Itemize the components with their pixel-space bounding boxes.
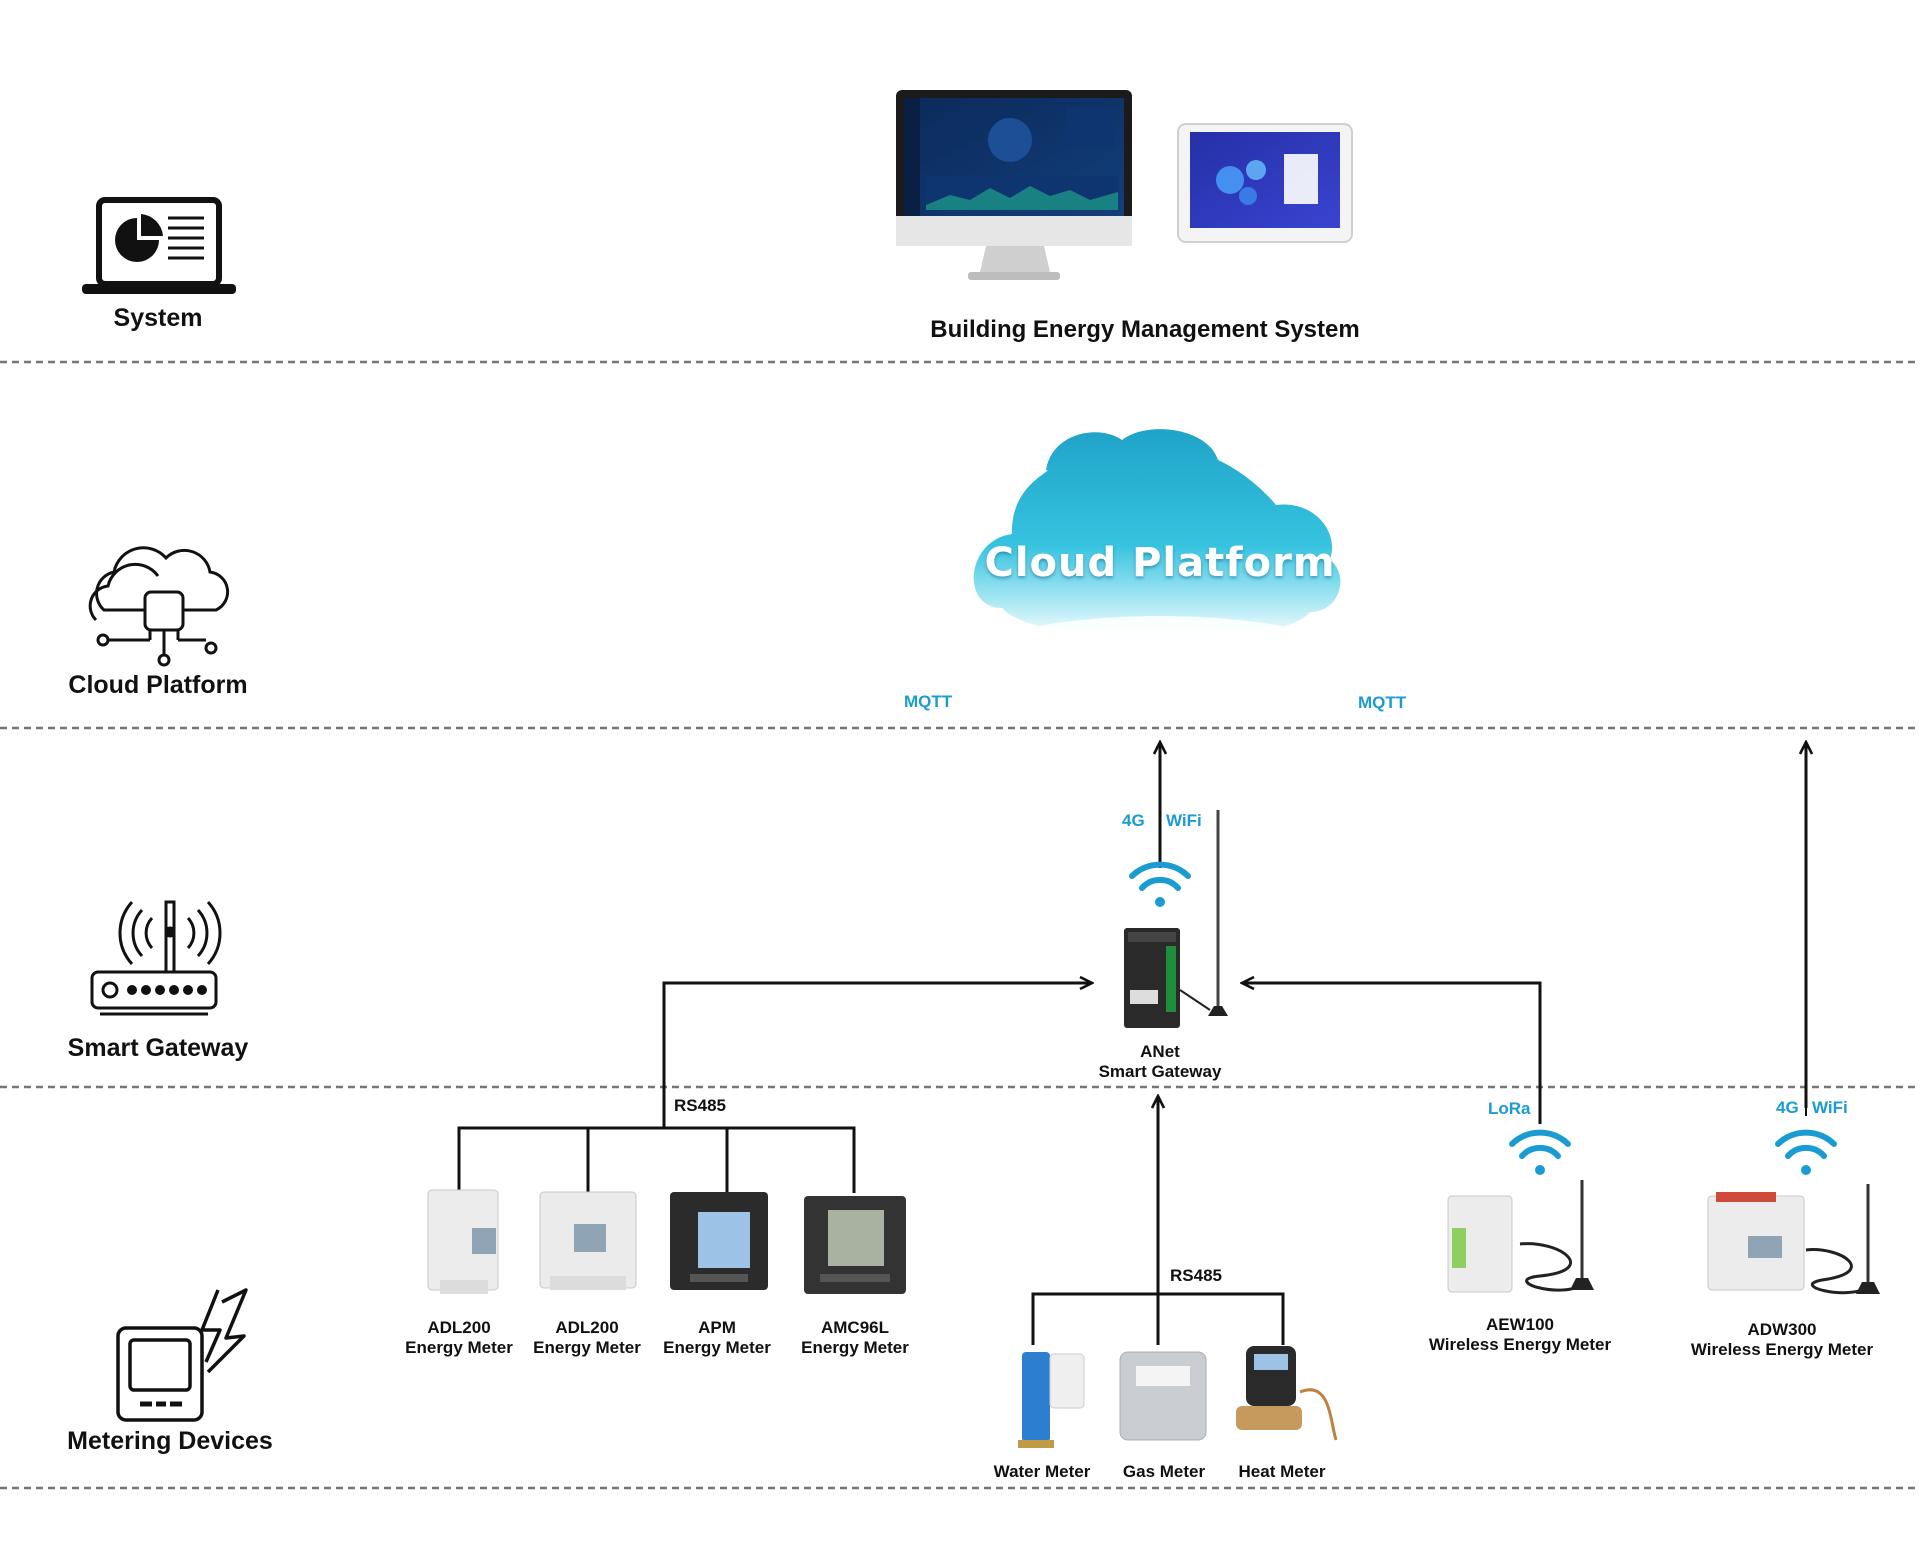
adw300-meter-image (1707, 1184, 1880, 1295)
layer-label-gateway: Smart Gateway (67, 1034, 249, 1062)
cloud-network-icon (88, 546, 230, 667)
meter-model: AMC96L (820, 1318, 889, 1337)
meter-type: Energy Meter (405, 1338, 513, 1358)
wifi-icon (1775, 1129, 1837, 1175)
tablet-dashboard-image (1177, 123, 1353, 243)
gateway-type: Smart Gateway (1098, 1062, 1222, 1082)
meter-label-aew100: AEW100 Wireless Energy Meter (1410, 1315, 1630, 1355)
lora-label: LoRa (1488, 1099, 1531, 1118)
meter-label-apm: APM Energy Meter (652, 1318, 782, 1358)
connection-lines (457, 742, 1806, 1345)
laptop-icon (82, 197, 236, 294)
rs485-left-label: RS485 (674, 1096, 726, 1115)
cloud-platform-title: Cloud Platform (984, 540, 1336, 586)
adl200-meter-image (427, 1189, 499, 1294)
router-icon (90, 900, 222, 1016)
heat-meter-image (1236, 1346, 1338, 1441)
system-title: Building Energy Management System (930, 316, 1360, 343)
meter-label-amc96l: AMC96L Energy Meter (790, 1318, 920, 1358)
wifi-icon (1129, 861, 1191, 907)
mqtt-left-label: MQTT (904, 692, 953, 711)
adw300-uplink-4g: 4G (1776, 1098, 1799, 1117)
meter-model: APM (698, 1318, 736, 1337)
meter-model: ADL200 (555, 1318, 619, 1337)
gas-meter-label: Gas Meter (1122, 1462, 1206, 1481)
layer-label-system: System (113, 304, 203, 332)
gateway-uplink-wifi: WiFi (1166, 811, 1202, 830)
meter-model: ADL200 (427, 1318, 491, 1337)
rs485-center-label: RS485 (1170, 1266, 1222, 1285)
gas-meter-image (1119, 1351, 1207, 1441)
layer-dividers (0, 360, 1920, 1490)
rs485-left-bus (662, 983, 1092, 1128)
layer-label-cloud: Cloud Platform (68, 671, 248, 699)
meter-type: Wireless Energy Meter (1690, 1340, 1874, 1360)
meter-label-adw300: ADW300 Wireless Energy Meter (1670, 1320, 1894, 1360)
meter-label-adl200-2: ADL200 Energy Meter (522, 1318, 652, 1358)
cloud-platform-graphic (970, 429, 1350, 704)
meter-model: AEW100 (1485, 1315, 1555, 1334)
meter-model: ADW300 (1747, 1320, 1817, 1339)
adl200-meter-image (539, 1191, 637, 1290)
layer-label-metering: Metering Devices (67, 1427, 273, 1455)
metering-device-icon (116, 1288, 248, 1422)
meter-type: Energy Meter (801, 1338, 909, 1358)
apm-meter-image (670, 1192, 768, 1290)
monitor-dashboard-image (896, 90, 1132, 280)
adw300-uplink-wifi: WiFi (1812, 1098, 1848, 1117)
meter-type: Energy Meter (663, 1338, 771, 1358)
aew100-meter-image (1447, 1180, 1594, 1293)
lora-link (1242, 983, 1542, 1124)
meter-type: Wireless Energy Meter (1428, 1335, 1612, 1355)
mqtt-right-label: MQTT (1358, 693, 1407, 712)
gateway-name: ANet (1140, 1042, 1180, 1061)
anet-gateway-device (1124, 810, 1228, 1028)
gateway-uplink-4g: 4G (1122, 811, 1145, 830)
water-meter-image (1018, 1352, 1085, 1448)
water-meter-label: Water Meter (993, 1462, 1091, 1481)
amc96l-meter-image (804, 1196, 906, 1294)
wifi-icon (1509, 1129, 1571, 1175)
meter-label-adl200-1: ADL200 Energy Meter (394, 1318, 524, 1358)
heat-meter-label: Heat Meter (1238, 1462, 1326, 1481)
meter-type: Energy Meter (533, 1338, 641, 1358)
gateway-label: ANet Smart Gateway (1070, 1042, 1250, 1082)
